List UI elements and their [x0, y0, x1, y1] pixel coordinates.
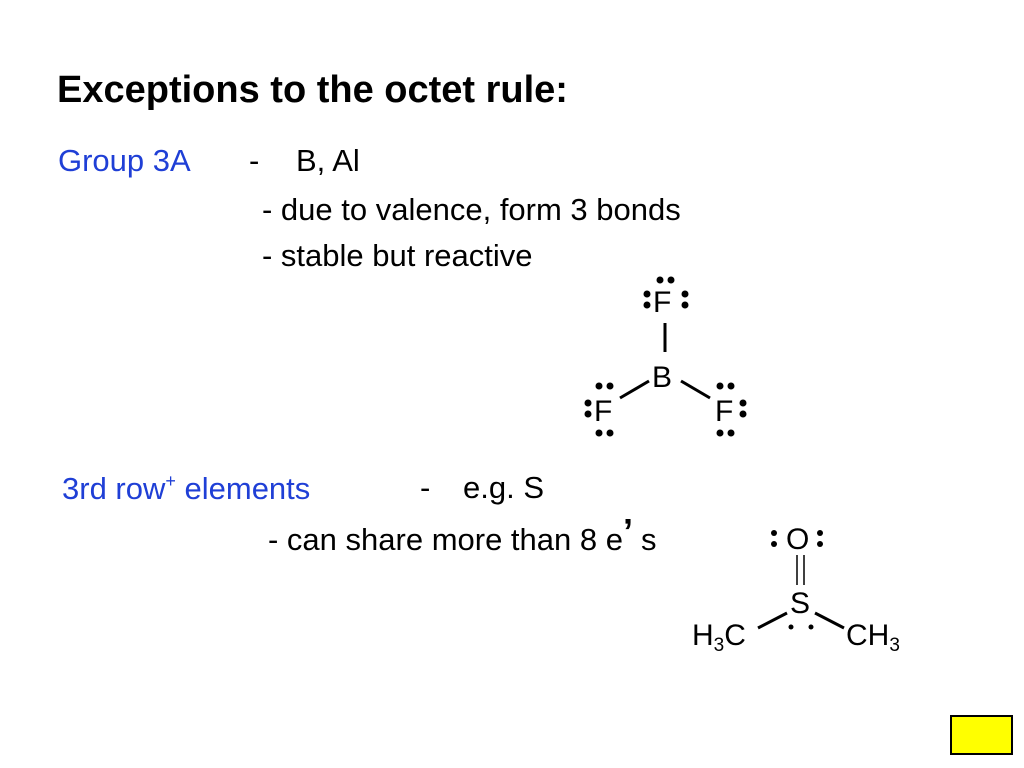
dmso-left-methyl: H3C [692, 619, 746, 656]
bf3-atom-f-top: F [653, 286, 671, 319]
bf3-atom-f-left: F [594, 395, 612, 428]
third-row-heading-sup: + [165, 471, 176, 491]
group3a-bullet-1: - due to valence, form 3 bonds [262, 192, 681, 227]
bf3-atom-f-right: F [715, 395, 733, 428]
group3a-heading: Group 3A [58, 143, 191, 178]
dmso-right-methyl: CH3 [846, 619, 900, 656]
third-row-heading-tail: elements [175, 471, 311, 506]
third-row-bullet: - can share more than 8 e’s [268, 514, 657, 557]
group3a-bullet-2: - stable but reactive [262, 238, 533, 273]
third-row-heading: 3rd row+ elements [62, 472, 310, 504]
group3a-elements: B, Al [296, 143, 360, 178]
dmso-atom-o: O [786, 523, 809, 556]
bf3-structure-diagram: F B F F [584, 276, 747, 437]
next-slide-button[interactable] [950, 715, 1013, 755]
dmso-structure-diagram: O S H3C CH3 [692, 523, 900, 656]
third-row-heading-main: 3rd row [62, 471, 166, 506]
third-row-dash: - [420, 470, 431, 505]
dmso-atom-s: S [790, 587, 810, 620]
third-row-bullet-prefix: - can share more than 8 e [268, 522, 623, 557]
third-row-bullet-suffix: s [641, 522, 657, 557]
third-row-bullet-apostrophe: ’ [622, 511, 633, 552]
group3a-dash: - [249, 143, 260, 178]
third-row-example: e.g. S [463, 470, 544, 505]
bf3-atom-b: B [652, 361, 672, 394]
page-title: Exceptions to the octet rule: [57, 69, 568, 111]
